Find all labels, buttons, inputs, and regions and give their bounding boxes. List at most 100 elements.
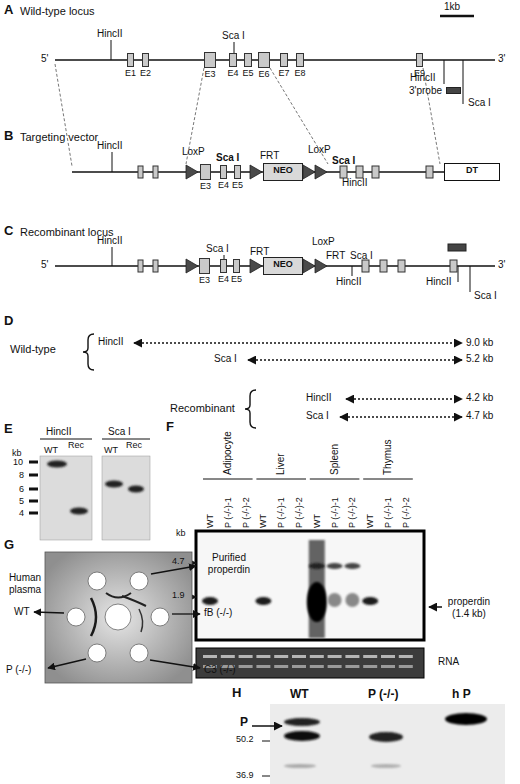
exon-box: E4	[220, 165, 227, 179]
rna-band	[363, 665, 377, 668]
figure-label: 3'	[498, 259, 505, 271]
figure-label: HincII	[410, 72, 436, 84]
figure-label: kb	[12, 448, 22, 458]
cassette-label: NEO	[264, 166, 302, 176]
figure-label: HincII	[306, 392, 332, 404]
ladder-mark	[29, 461, 38, 464]
panel-letter: D	[4, 314, 13, 329]
frt-site	[250, 259, 262, 273]
figure-label: Sca I	[306, 410, 329, 422]
pointer-arrow	[34, 612, 64, 613]
fragment-arrow	[134, 342, 462, 344]
band-arrow	[429, 606, 442, 608]
figure-label: Rec	[68, 440, 84, 450]
figure-label: WT	[290, 688, 309, 702]
lane-label: Adipocyte	[222, 431, 234, 475]
exon-label: E4	[218, 275, 229, 285]
group-line	[310, 479, 360, 480]
ladder-mark	[29, 512, 38, 515]
exon-box	[450, 260, 457, 272]
blot-band	[327, 563, 343, 569]
figure-label: WT	[104, 445, 118, 455]
blot-band	[255, 597, 271, 605]
exon-label: E2	[140, 69, 151, 79]
group-line	[203, 479, 253, 480]
header-line	[102, 439, 150, 440]
homology-line	[55, 64, 72, 166]
figure-label: FRT	[260, 150, 279, 162]
loxp-site	[315, 259, 327, 273]
ladder-mark	[29, 474, 38, 477]
lane-label: P (-/-)-2	[294, 497, 304, 528]
figure-label: 5	[19, 496, 24, 506]
exon-label: E6	[258, 70, 269, 80]
brace	[245, 390, 256, 428]
band-arrow	[252, 725, 282, 727]
header-line	[40, 439, 92, 440]
blot-band	[369, 732, 403, 742]
rna-band	[363, 655, 377, 658]
rna-band	[239, 655, 253, 658]
blot-band	[362, 597, 378, 605]
loxp-site	[315, 165, 327, 179]
figure-label: Sca I	[108, 426, 131, 438]
rna-band	[203, 655, 217, 658]
figure-label: h P	[452, 688, 471, 702]
blot-band	[284, 731, 320, 741]
probe-label: 3'probe	[409, 85, 442, 96]
figure-label: RNA	[438, 656, 459, 668]
marker-tick	[262, 741, 270, 742]
precipitin-line	[91, 598, 96, 636]
figure-label: Sca I	[468, 97, 491, 109]
exon-box	[398, 260, 405, 272]
rna-band	[381, 665, 395, 668]
exon-label: E3	[199, 276, 210, 286]
northern-blot	[196, 531, 424, 640]
group-line	[256, 479, 306, 480]
rna-band	[221, 655, 235, 658]
frt-site	[303, 165, 315, 179]
blot-band	[307, 582, 327, 622]
figure-label: HincII	[98, 336, 124, 348]
exon-box: E4	[229, 53, 237, 67]
neo-cassette: NEO	[263, 163, 303, 181]
exon-box: E5	[234, 165, 241, 179]
figure-label: 4.2 kb	[466, 392, 493, 404]
lane-label: WT	[312, 514, 322, 528]
figure-label: 4.7	[172, 556, 185, 566]
figure-label: 36.9	[236, 770, 254, 780]
lane-label: WT	[258, 514, 268, 528]
figure-label: P (-/-)	[368, 688, 398, 702]
ladder-mark	[29, 500, 38, 503]
exon-label: E5	[231, 275, 242, 285]
lane-label: P (-/-)-2	[401, 497, 411, 528]
sample-well	[130, 644, 148, 662]
pointer-arrow	[150, 660, 200, 668]
exon-label: E1	[125, 69, 136, 79]
exon-label: E7	[278, 69, 289, 79]
southern-blot	[102, 456, 150, 540]
blot-band	[105, 481, 123, 488]
figure-label: WT	[14, 606, 30, 618]
precipitin-line	[139, 609, 143, 632]
figure-label: FRT	[250, 246, 269, 258]
blot-band	[328, 593, 342, 607]
southern-blot	[40, 456, 92, 540]
figure-label: LoxP	[312, 236, 335, 248]
exon-box	[340, 166, 347, 178]
blot-band	[371, 764, 401, 768]
brace	[83, 334, 94, 370]
figure-label: WT	[44, 445, 58, 455]
figure-label: HincII	[46, 426, 72, 438]
neo-cassette: NEO	[263, 257, 303, 275]
figure-label: Sca I	[216, 152, 239, 164]
figure-label: HincII	[336, 276, 362, 288]
lane-label: Spleen	[329, 444, 341, 475]
lane-label: P (-/-)-2	[347, 497, 357, 528]
panel-letter: C	[4, 224, 13, 239]
figure-label: HincII	[342, 177, 368, 189]
figure-label: LoxP	[182, 146, 205, 158]
panel-letter: E	[4, 422, 13, 437]
dt-cassette: DT	[444, 163, 500, 181]
